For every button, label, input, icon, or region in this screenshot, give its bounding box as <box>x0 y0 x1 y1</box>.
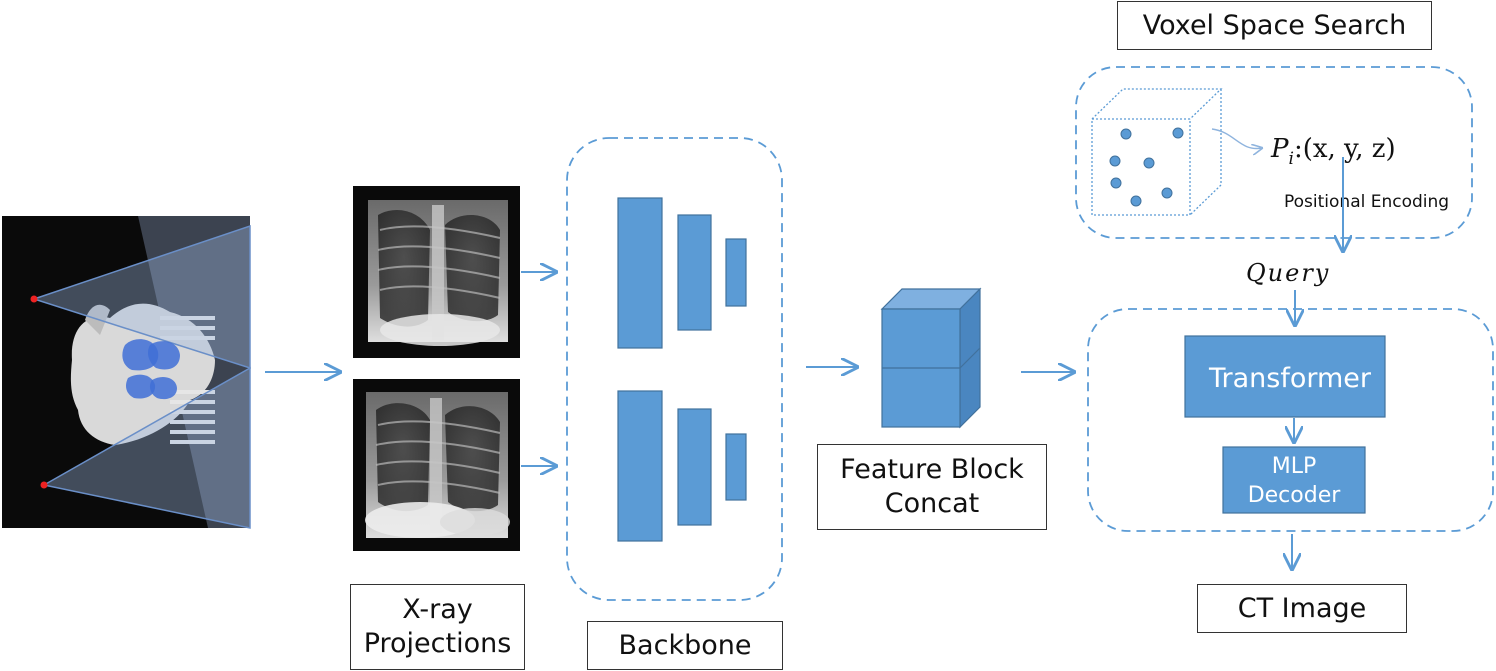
body-model <box>70 303 215 445</box>
transformer-label: Transformer <box>1208 363 1372 394</box>
backbone-label: Backbone <box>587 621 783 670</box>
source-point-top <box>30 295 38 303</box>
backbone-pyramid-bottom <box>617 390 747 542</box>
voxel-search-container <box>1075 66 1473 239</box>
voxel-cube <box>1091 88 1223 216</box>
voxel-sample-points <box>1109 127 1184 207</box>
feature-block-concat-label: Feature Block Concat <box>817 444 1047 530</box>
xray-acquisition-scene <box>2 216 251 529</box>
source-point-bottom <box>40 481 48 489</box>
feature-block-cube <box>880 287 982 429</box>
ct-image-label: CT Image <box>1197 584 1407 633</box>
query-label: Query <box>1246 259 1330 287</box>
voxel-space-search-label: Voxel Space Search <box>1117 1 1432 50</box>
mlp-decoder-label-line2: Decoder <box>1248 483 1342 508</box>
xray-image-lateral <box>353 379 520 551</box>
xray-projections-label: X-ray Projections <box>350 584 525 670</box>
backbone-pyramid-top <box>617 197 747 349</box>
point-coordinate-label: Pi:(x, y, z) <box>1270 134 1396 169</box>
backbone-container <box>566 137 783 601</box>
transformer-block <box>1184 335 1386 418</box>
positional-encoding-label: Positional Encoding <box>1284 192 1449 212</box>
mlp-decoder-block <box>1222 446 1366 514</box>
xray-image-frontal <box>353 186 520 358</box>
decoder-container <box>1087 308 1494 532</box>
point-pointer-arrow <box>1211 128 1262 149</box>
mlp-decoder-label-line1: MLP <box>1272 454 1317 479</box>
